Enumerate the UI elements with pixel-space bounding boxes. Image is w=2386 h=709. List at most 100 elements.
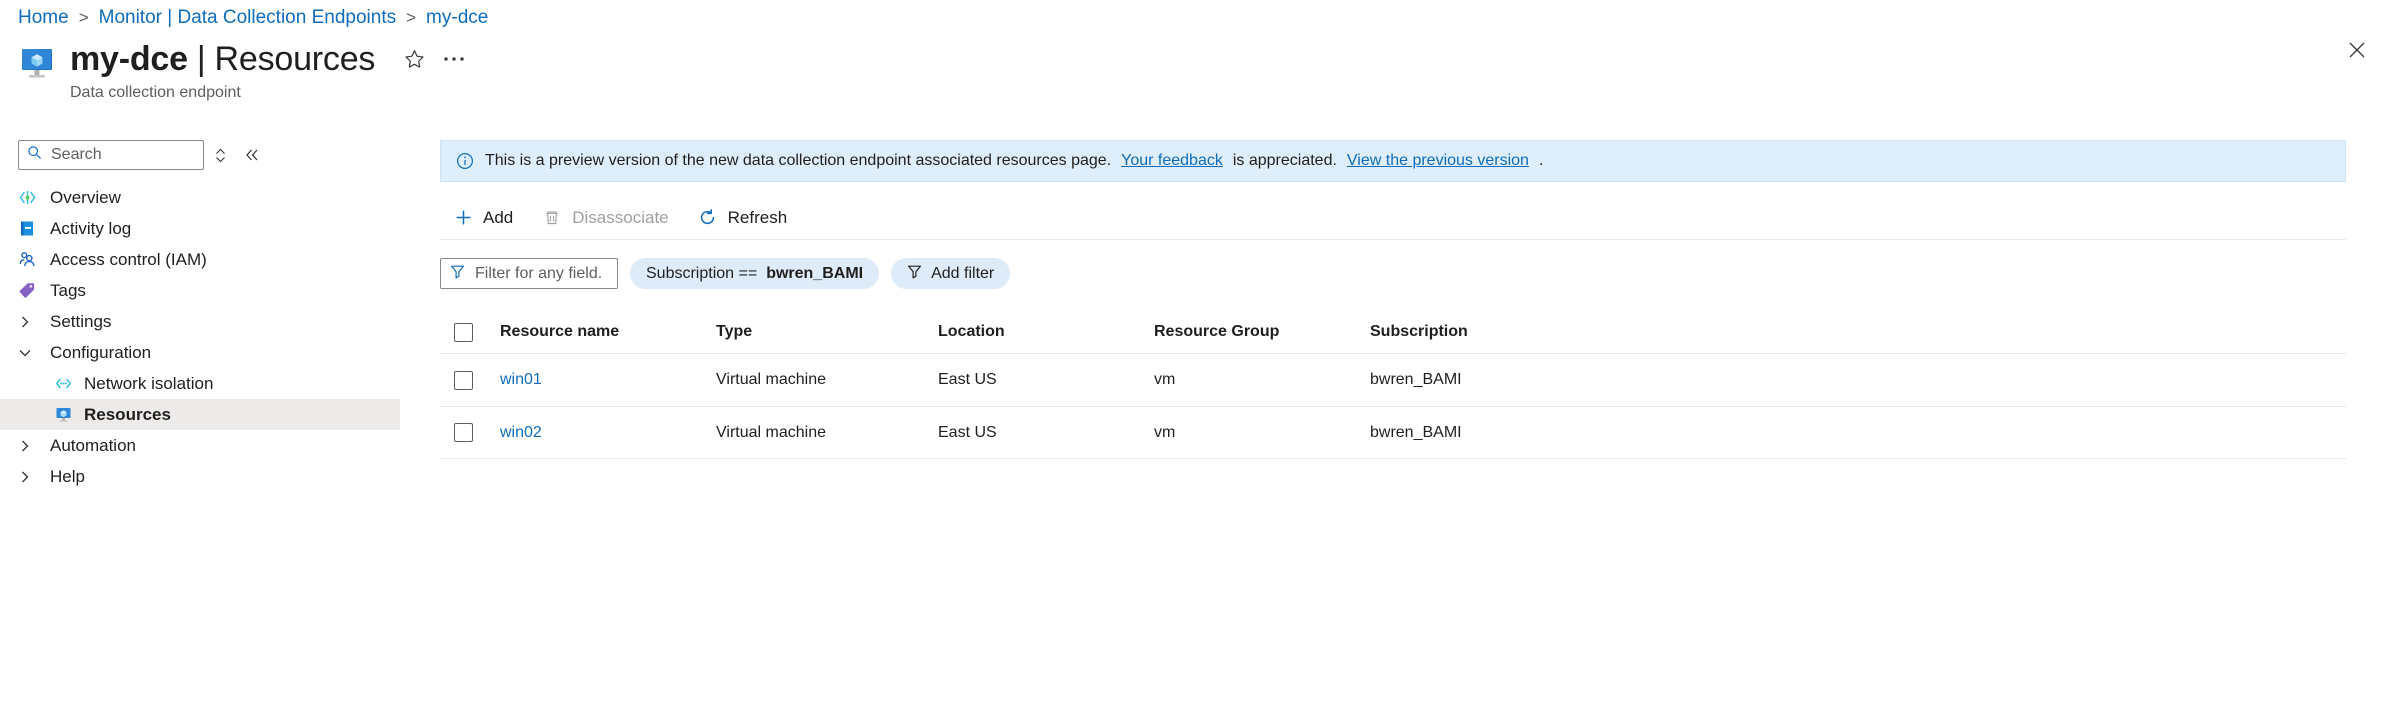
refresh-label: Refresh xyxy=(727,207,788,227)
row-select-cell xyxy=(440,370,500,390)
page-title: my-dce | Resources xyxy=(70,40,469,78)
sidebar-group-configuration[interactable]: Configuration xyxy=(0,337,400,368)
sidebar-item-tags[interactable]: Tags xyxy=(0,275,400,306)
sidebar-item-label: Automation xyxy=(50,435,136,455)
sidebar-item-label: Settings xyxy=(50,311,112,331)
refresh-icon xyxy=(697,207,719,229)
sidebar-item-resources[interactable]: Resources xyxy=(0,399,400,430)
sidebar-item-label: Tags xyxy=(50,280,86,300)
table-row[interactable]: win02 Virtual machine East US vm bwren_B… xyxy=(440,406,2346,459)
sidebar-item-label: Resources xyxy=(84,404,171,424)
star-icon[interactable] xyxy=(399,44,429,74)
column-header-subscription[interactable]: Subscription xyxy=(1370,323,1468,340)
select-all-checkbox[interactable] xyxy=(454,322,473,342)
disassociate-button: Disassociate xyxy=(529,201,680,235)
select-all-cell xyxy=(440,322,500,342)
cell-type: Virtual machine xyxy=(716,423,826,441)
plus-icon xyxy=(452,207,474,229)
sidebar-item-label: Access control (IAM) xyxy=(50,249,207,269)
filter-pill-subscription[interactable]: Subscription == bwren_BAMI xyxy=(630,258,880,289)
row-checkbox[interactable] xyxy=(454,370,473,390)
search-box[interactable] xyxy=(18,140,204,170)
filter-any-field-box[interactable] xyxy=(440,258,618,289)
disassociate-label: Disassociate xyxy=(572,207,669,227)
page-header: my-dce | Resources xyxy=(18,40,469,102)
chevron-down-icon xyxy=(18,346,44,360)
chevron-right-icon xyxy=(18,315,44,329)
close-icon[interactable] xyxy=(2340,33,2374,67)
sidebar-search-row xyxy=(0,140,400,170)
column-header-resource-group[interactable]: Resource Group xyxy=(1154,323,1280,340)
cell-resource-group: vm xyxy=(1154,423,1176,441)
add-filter-label: Add filter xyxy=(931,264,995,282)
sort-chevron-icon[interactable] xyxy=(204,140,236,170)
search-icon xyxy=(27,145,42,165)
data-collection-endpoint-icon xyxy=(18,46,56,82)
breadcrumb-separator: > xyxy=(406,8,417,27)
sidebar-item-network-isolation[interactable]: Network isolation xyxy=(0,368,400,399)
banner-feedback-link[interactable]: Your feedback xyxy=(1121,152,1223,169)
banner-text-end: . xyxy=(1538,152,1544,169)
double-chevron-left-icon[interactable] xyxy=(236,140,268,170)
resources-icon xyxy=(54,405,78,424)
row-checkbox[interactable] xyxy=(454,423,473,442)
sidebar-item-label: Overview xyxy=(50,187,121,207)
filter-bar: Subscription == bwren_BAMI Add filter xyxy=(440,258,2366,289)
resources-table: Resource name Type Location Resource Gro… xyxy=(440,311,2346,459)
filter-icon xyxy=(907,264,922,284)
column-header-resource-name[interactable]: Resource name xyxy=(500,323,620,340)
sidebar-item-activity-log[interactable]: Activity log xyxy=(0,213,400,244)
sidebar: Overview Activity log xyxy=(0,140,400,492)
breadcrumb-separator: > xyxy=(78,8,89,27)
cell-type: Virtual machine xyxy=(716,371,826,388)
filter-input[interactable] xyxy=(473,263,603,284)
search-input[interactable] xyxy=(49,145,189,165)
trash-icon xyxy=(541,207,563,229)
page-title-separator: | xyxy=(196,40,206,78)
row-select-cell xyxy=(440,423,500,442)
add-button[interactable]: Add xyxy=(440,201,525,235)
page-title-section: Resources xyxy=(214,40,376,78)
chevron-right-icon xyxy=(18,470,44,484)
sidebar-item-access-control[interactable]: Access control (IAM) xyxy=(0,244,400,275)
add-filter-button[interactable]: Add filter xyxy=(891,258,1011,289)
sidebar-item-label: Configuration xyxy=(50,342,152,362)
breadcrumb-item-home[interactable]: Home xyxy=(18,7,69,28)
refresh-button[interactable]: Refresh xyxy=(685,201,800,235)
breadcrumb-item-my-dce[interactable]: my-dce xyxy=(426,7,489,28)
sidebar-group-settings[interactable]: Settings xyxy=(0,306,400,337)
banner-previous-version-link[interactable]: View the previous version xyxy=(1346,152,1529,169)
chevron-right-icon xyxy=(18,439,44,453)
table-header-row: Resource name Type Location Resource Gro… xyxy=(440,311,2346,353)
cell-resource-name[interactable]: win01 xyxy=(500,371,542,388)
cell-subscription: bwren_BAMI xyxy=(1370,371,1462,388)
cell-location: East US xyxy=(938,423,997,441)
column-header-location[interactable]: Location xyxy=(938,323,1005,340)
breadcrumb: Home > Monitor | Data Collection Endpoin… xyxy=(18,7,488,29)
overview-icon xyxy=(18,188,44,207)
sidebar-item-label: Network isolation xyxy=(84,373,214,393)
cell-subscription: bwren_BAMI xyxy=(1370,423,1462,441)
sidebar-item-overview[interactable]: Overview xyxy=(0,182,400,213)
page-subtitle: Data collection endpoint xyxy=(70,84,241,101)
sidebar-group-automation[interactable]: Automation xyxy=(0,430,400,461)
main-content: This is a preview version of the new dat… xyxy=(440,140,2366,459)
sidebar-group-help[interactable]: Help xyxy=(0,461,400,492)
sidebar-nav-list: Overview Activity log xyxy=(0,182,400,492)
activity-log-icon xyxy=(18,219,44,238)
access-control-icon xyxy=(18,250,44,269)
network-isolation-icon xyxy=(54,374,78,393)
filter-pill-value: bwren_BAMI xyxy=(766,264,864,282)
table-row[interactable]: win01 Virtual machine East US vm bwren_B… xyxy=(440,353,2346,406)
breadcrumb-item-monitor[interactable]: Monitor | Data Collection Endpoints xyxy=(98,7,397,28)
cell-resource-group: vm xyxy=(1154,371,1176,388)
cell-resource-name[interactable]: win02 xyxy=(500,423,542,441)
column-header-type[interactable]: Type xyxy=(716,323,753,340)
preview-banner: This is a preview version of the new dat… xyxy=(440,140,2346,182)
ellipsis-icon[interactable] xyxy=(439,44,469,74)
filter-icon xyxy=(450,264,465,284)
sidebar-item-label: Help xyxy=(50,466,85,486)
sidebar-item-label: Activity log xyxy=(50,218,132,238)
add-label: Add xyxy=(483,207,514,227)
